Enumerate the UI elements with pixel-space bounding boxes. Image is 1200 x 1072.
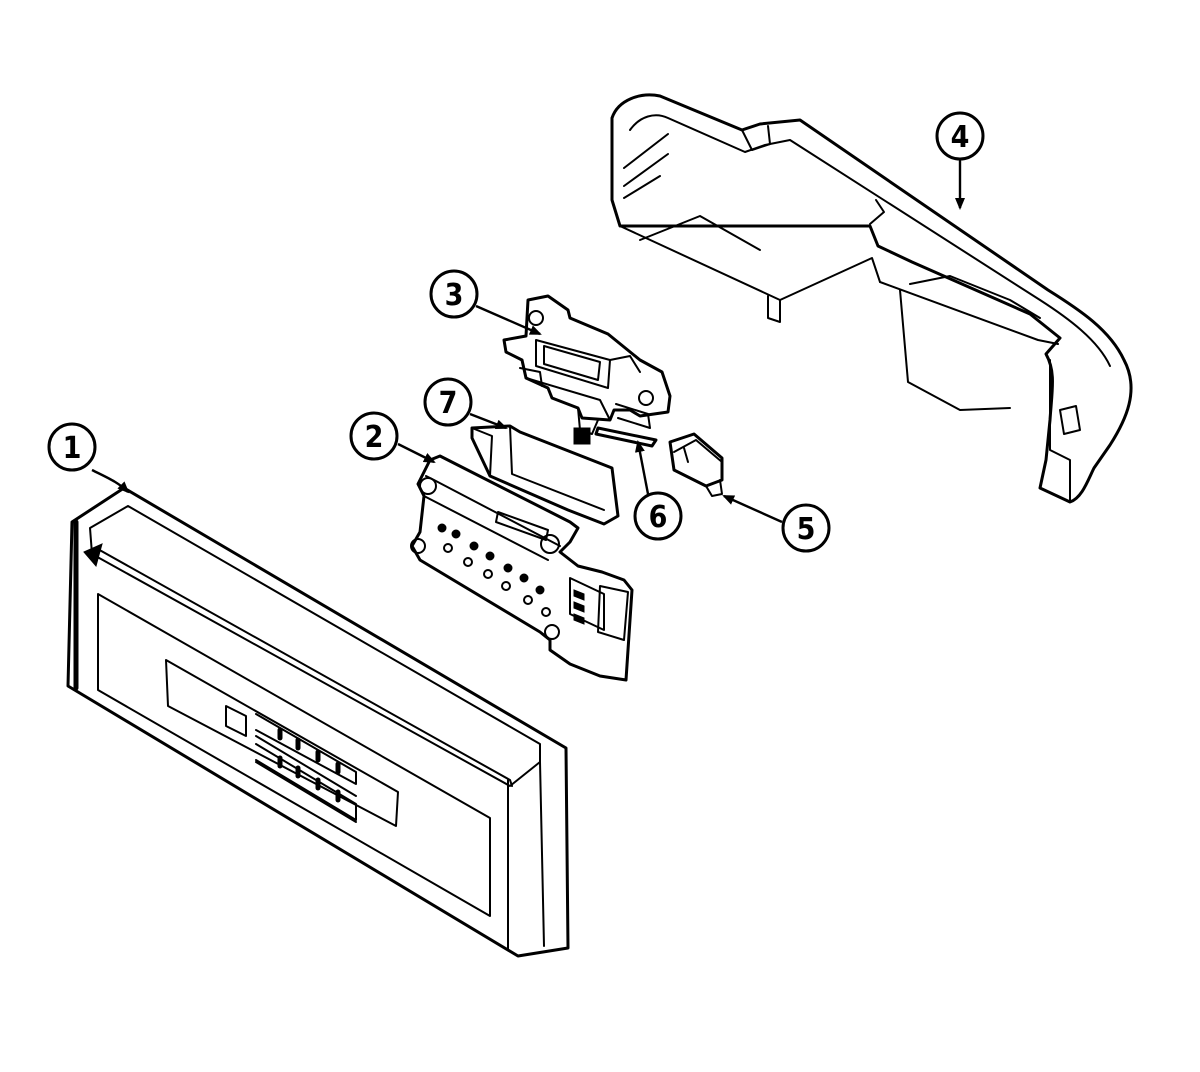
leader-7 [469, 412, 508, 430]
callout-1: 1 [47, 422, 97, 472]
leader-2 [397, 442, 436, 464]
callout-3-label: 3 [445, 278, 464, 313]
callout-1-label: 1 [63, 431, 82, 466]
part-rear-housing [610, 93, 1133, 504]
callout-6: 6 [633, 491, 683, 541]
callout-7-label: 7 [439, 386, 458, 421]
callout-5-label: 5 [797, 512, 816, 547]
leader-3 [475, 304, 542, 336]
leader-1 [91, 468, 130, 494]
callout-4: 4 [935, 111, 985, 161]
leader-lines [91, 158, 965, 524]
callout-3: 3 [429, 269, 479, 319]
callout-6-label: 6 [649, 500, 668, 535]
part-microswitch [668, 432, 724, 497]
callout-2: 2 [349, 411, 399, 461]
part-switch-actuator [594, 426, 658, 448]
leader-5 [722, 494, 783, 524]
callout-2-label: 2 [365, 420, 384, 455]
part-latch-bracket [502, 294, 672, 445]
part-gasket-strip [470, 424, 620, 526]
board-components [437, 523, 551, 617]
callout-4-label: 4 [951, 120, 970, 155]
leader-6 [634, 440, 650, 495]
part-control-panel [66, 486, 570, 958]
panel-indicator-marks [277, 727, 341, 803]
callout-7: 7 [423, 377, 473, 427]
callout-5: 5 [781, 503, 831, 553]
part-control-board [410, 454, 634, 682]
